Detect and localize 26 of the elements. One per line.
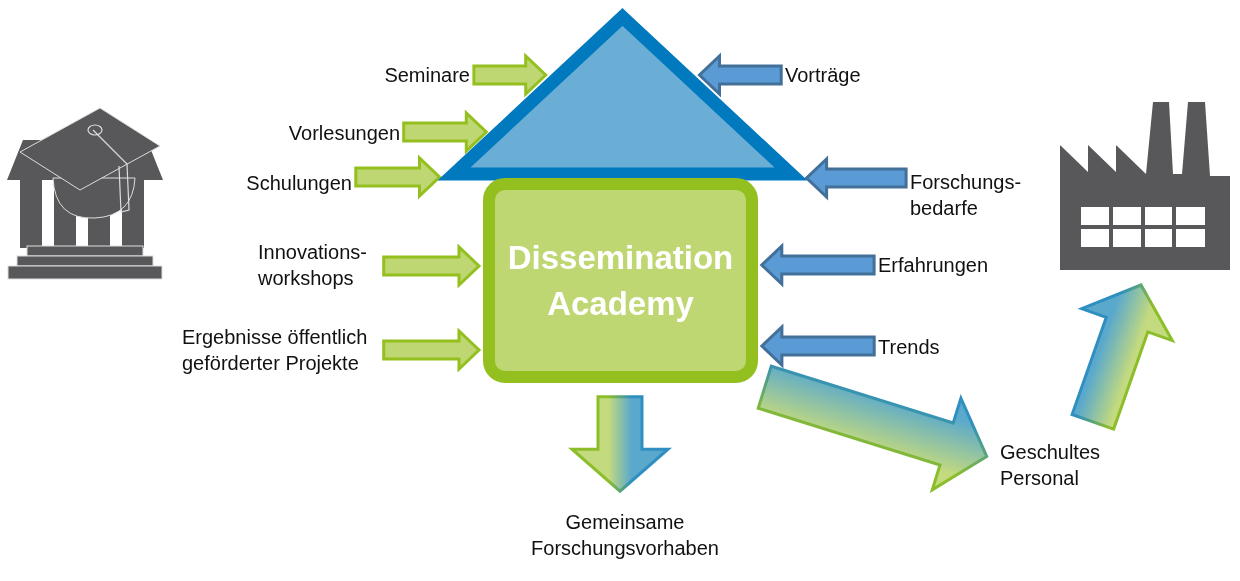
- academy-title: Dissemination Academy: [506, 237, 735, 324]
- arrow: [759, 242, 876, 288]
- arrow: [382, 327, 482, 373]
- arrow: [756, 364, 989, 494]
- academy-box: [483, 178, 758, 383]
- item-label: Vorträge: [785, 60, 885, 90]
- item-label: Gemeinsame Forschungsvorhaben: [490, 505, 760, 565]
- item-label: Forschungs- bedarfe: [910, 165, 1030, 225]
- arrow: [382, 243, 482, 289]
- arrow: [1070, 283, 1176, 432]
- item-label: Innovations- workshops: [258, 235, 380, 295]
- item-label: Seminare: [330, 60, 470, 90]
- arrow: [568, 395, 672, 494]
- item-label: Trends: [878, 332, 968, 362]
- arrow: [804, 155, 908, 201]
- arrow: [472, 52, 548, 98]
- arrow: [697, 52, 783, 98]
- item-label: Schulungen: [200, 168, 352, 198]
- item-label: Erfahrungen: [878, 250, 1018, 280]
- arrow: [354, 154, 442, 200]
- arrow: [759, 323, 876, 369]
- item-label: Ergebnisse öffentlich geförderter Projekte: [182, 320, 380, 380]
- factory-icon: [1060, 100, 1230, 272]
- arrow: [402, 109, 489, 155]
- item-label: Vorlesungen: [240, 118, 400, 148]
- item-label: Geschultes Personal: [1000, 435, 1130, 495]
